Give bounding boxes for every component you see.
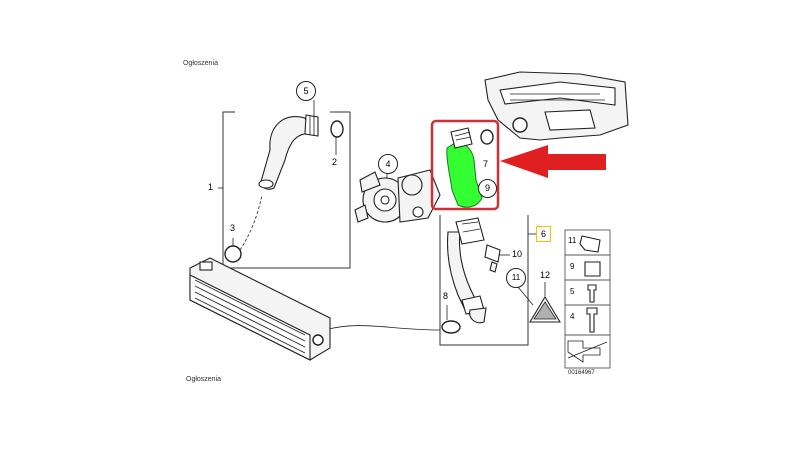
highlighted-hose-part-7-9	[446, 127, 494, 208]
small-parts-legend	[564, 229, 611, 369]
legend-number-4: 4	[570, 312, 575, 321]
callout-circle-11: 11	[506, 268, 526, 288]
callout-3: 3	[230, 223, 236, 233]
group-frame-left	[222, 111, 351, 269]
sensor-part-10	[484, 244, 510, 273]
legend-number-11: 11	[568, 236, 577, 245]
ad-label-top: Ogłoszenia	[183, 60, 219, 67]
callout-4-label: 4	[385, 159, 391, 169]
bolt-icon-5	[587, 284, 597, 303]
clip-icon	[579, 235, 601, 253]
red-arrow-icon	[500, 145, 606, 178]
diagram-id: 00164967	[568, 370, 595, 376]
ring-part-8	[441, 320, 461, 334]
intercooler	[189, 257, 331, 361]
highlight-box	[430, 119, 500, 211]
lower-pipe-part-8	[446, 217, 487, 324]
warning-label-part-12	[529, 282, 561, 323]
callout-5-label: 5	[303, 86, 309, 96]
legend-number-5: 5	[570, 287, 575, 296]
legend-number-9: 9	[570, 262, 575, 271]
ad-label-bottom: Ogłoszenia	[186, 376, 222, 383]
ring-part-2	[330, 120, 344, 138]
callout-1: 1	[208, 182, 214, 192]
hose-part-5	[258, 114, 319, 190]
callout-10: 10	[512, 249, 523, 259]
callout-circle-4: 4	[378, 154, 398, 174]
group-frame-right	[439, 215, 529, 346]
callout-12: 12	[540, 270, 551, 280]
turbocharger	[354, 169, 441, 223]
callout-2: 2	[332, 157, 338, 167]
callout-11-label: 11	[511, 273, 521, 282]
connector-line	[324, 325, 441, 331]
green-hose	[446, 142, 483, 208]
callout-circle-9: 9	[478, 179, 497, 198]
callout-8: 8	[443, 291, 449, 301]
callout-9-label: 9	[484, 183, 490, 193]
callout-6-box: 6	[536, 226, 551, 242]
callout-6-label: 6	[540, 229, 546, 239]
leader-11	[517, 286, 534, 306]
callout-circle-5: 5	[296, 81, 316, 101]
bolt-icon-4	[586, 307, 598, 333]
engine-block	[484, 71, 629, 141]
callout-7: 7	[483, 159, 489, 169]
nut-icon	[584, 261, 601, 277]
